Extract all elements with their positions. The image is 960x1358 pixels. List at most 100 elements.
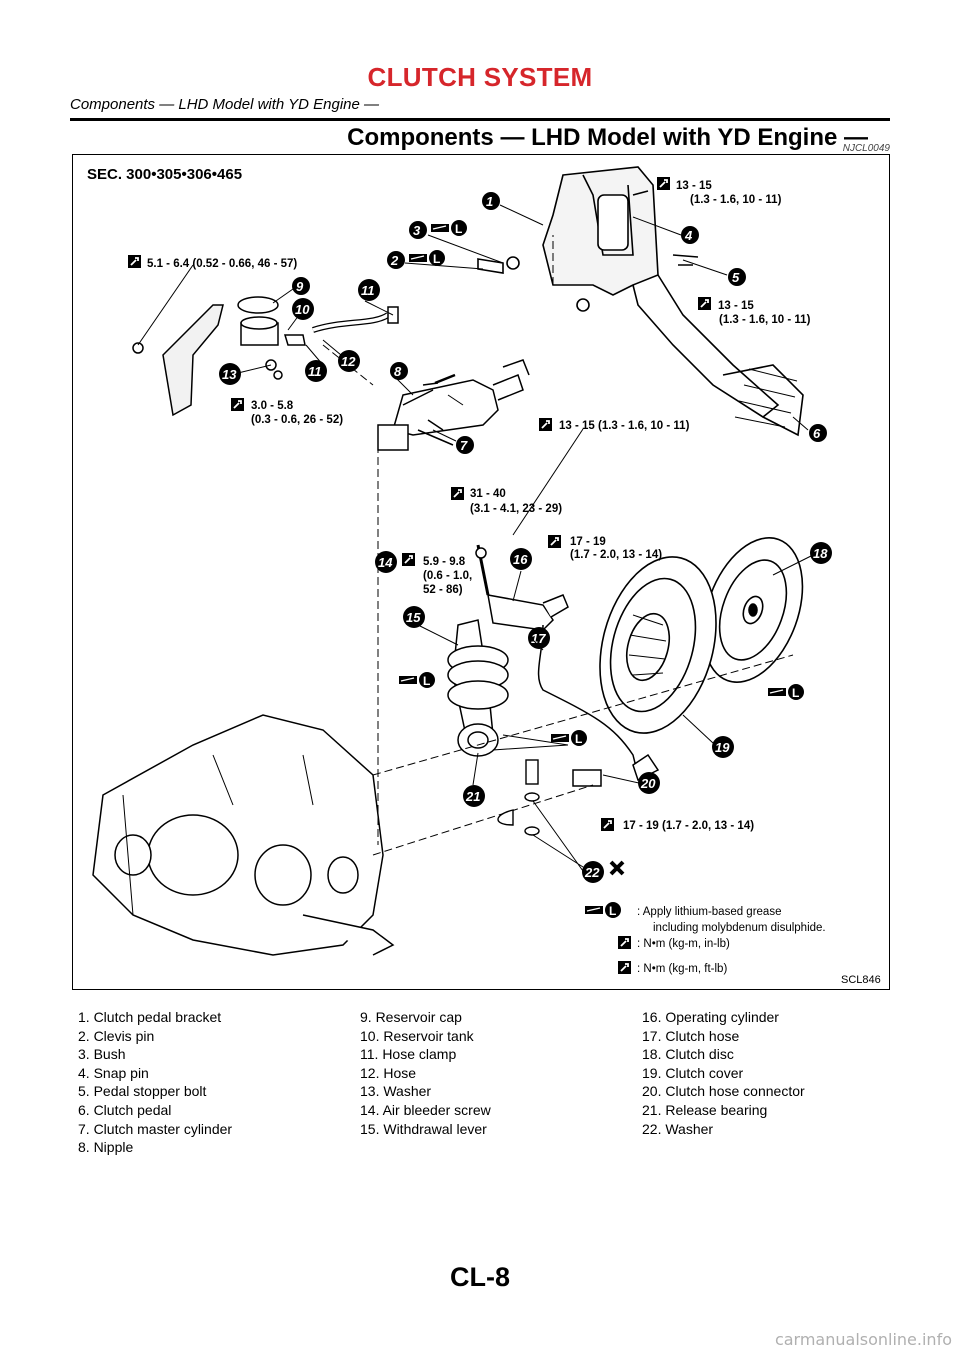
legend-grease-text: : Apply lithium-based grease bbox=[637, 906, 781, 918]
section-code: NJCL0049 bbox=[842, 143, 890, 154]
callout-1: 1 bbox=[482, 192, 500, 210]
components-figure: L SEC. 300•305•306•465 bbox=[72, 154, 890, 990]
list-item: 16. Operating cylinder bbox=[642, 1009, 779, 1025]
parts-list: 1. Clutch pedal bracket 2. Clevis pin 3.… bbox=[78, 1008, 898, 1157]
callout-14: 14 bbox=[375, 551, 397, 573]
callout-10: 10 bbox=[292, 298, 314, 320]
grease-icon bbox=[398, 671, 436, 689]
callout-13: 13 bbox=[219, 363, 241, 385]
svg-text:9: 9 bbox=[296, 279, 304, 294]
svg-text:10: 10 bbox=[295, 302, 310, 317]
svg-text:13: 13 bbox=[222, 367, 237, 382]
torque-label-8: 5.9 - 9.8 (0.6 - 1.0, 52 - 86) bbox=[401, 552, 472, 596]
list-item: 20. Clutch hose connector bbox=[642, 1083, 805, 1100]
list-item: 2. Clevis pin bbox=[78, 1027, 155, 1044]
svg-text:15: 15 bbox=[406, 610, 421, 625]
svg-text:17 - 19: 17 - 19 bbox=[570, 536, 606, 548]
callout-20: 20 bbox=[638, 772, 660, 794]
clutch-cover bbox=[599, 556, 717, 734]
callout-15: 15 bbox=[403, 606, 425, 628]
svg-text:16: 16 bbox=[513, 552, 528, 567]
svg-text:17 - 19 (1.7 - 2.0, 13 - 14): 17 - 19 (1.7 - 2.0, 13 - 14) bbox=[623, 820, 754, 832]
svg-text:22: 22 bbox=[584, 865, 600, 880]
svg-text:4: 4 bbox=[684, 228, 693, 243]
callout-19: 19 bbox=[712, 736, 734, 758]
list-item: 10. Reservoir tank bbox=[360, 1027, 474, 1044]
svg-text:13 - 15: 13 - 15 bbox=[718, 300, 754, 312]
callout-4: 4 bbox=[681, 226, 699, 244]
figure-legend: : Apply lithium-based grease including m… bbox=[584, 901, 826, 975]
legend-inlb-text: : N•m (kg-m, in-lb) bbox=[637, 938, 730, 950]
svg-text:12: 12 bbox=[341, 354, 356, 369]
withdrawal-lever bbox=[447, 619, 509, 757]
svg-text:21: 21 bbox=[465, 789, 480, 804]
grease-icon bbox=[430, 219, 468, 237]
callout-21: 21 bbox=[463, 785, 485, 807]
svg-text:(0.6 - 1.0,: (0.6 - 1.0, bbox=[423, 570, 472, 582]
clutch-disc bbox=[702, 537, 804, 683]
svg-text:(1.7 - 2.0, 13 - 14): (1.7 - 2.0, 13 - 14) bbox=[570, 549, 662, 561]
svg-text:5.9 - 9.8: 5.9 - 9.8 bbox=[423, 556, 466, 568]
list-item: 15. Withdrawal lever bbox=[360, 1120, 487, 1137]
svg-text:5.1 - 6.4 (0.52 - 0.66, 46 - 5: 5.1 - 6.4 (0.52 - 0.66, 46 - 57) bbox=[147, 258, 297, 270]
doc-header-subtitle: Components — LHD Model with YD Engine — bbox=[70, 96, 380, 113]
svg-text:3: 3 bbox=[413, 223, 421, 238]
torque-label-6: 31 - 40 (3.1 - 4.1, 23 - 29) bbox=[450, 486, 562, 515]
parts-column-2: 9. Reservoir cap 10. Reservoir tank 11. … bbox=[360, 1008, 642, 1157]
svg-text:1: 1 bbox=[486, 194, 493, 209]
list-item: 3. Bush bbox=[78, 1046, 126, 1063]
page-number: CL-8 bbox=[450, 1262, 510, 1292]
torque-label-1: 13 - 15 (1.3 - 1.6, 10 - 11) bbox=[656, 176, 782, 206]
list-item: 11. Hose clamp bbox=[360, 1046, 457, 1063]
callout-22: 22 bbox=[582, 861, 604, 883]
svg-text:19: 19 bbox=[715, 740, 730, 755]
list-item: 7. Clutch master cylinder bbox=[78, 1120, 233, 1137]
alignment-lines bbox=[322, 235, 794, 856]
list-item: 19. Clutch cover bbox=[642, 1064, 744, 1081]
header-rule bbox=[70, 118, 890, 121]
callout-markers: 1 2 3 4 5 6 7 8 9 10 11 11 12 13 14 15 1… bbox=[219, 192, 832, 883]
reservoir-assembly bbox=[132, 296, 399, 417]
svg-text:20: 20 bbox=[640, 776, 656, 791]
svg-text:(1.3 - 1.6, 10 - 11): (1.3 - 1.6, 10 - 11) bbox=[690, 194, 782, 206]
callout-18: 18 bbox=[810, 542, 832, 564]
legend-ftlb-text: : N•m (kg-m, ft-lb) bbox=[637, 963, 727, 975]
list-item: 9. Reservoir cap bbox=[360, 1009, 462, 1025]
callout-11-a: 11 bbox=[358, 279, 380, 301]
callout-5: 5 bbox=[728, 268, 746, 286]
svg-text:5: 5 bbox=[732, 270, 740, 285]
torque-label-9: 17 - 19 (1.7 - 2.0, 13 - 14) bbox=[600, 817, 754, 832]
svg-text:13 - 15: 13 - 15 bbox=[676, 180, 712, 192]
grease-icon bbox=[767, 683, 805, 701]
svg-text:7: 7 bbox=[460, 438, 468, 453]
wrench-icon bbox=[617, 935, 632, 950]
leader-lines bbox=[137, 204, 814, 872]
torque-label-3: 13 - 15 (1.3 - 1.6, 10 - 11) bbox=[697, 296, 811, 326]
list-item: 12. Hose bbox=[360, 1064, 417, 1081]
callout-11-b: 11 bbox=[305, 360, 327, 382]
svg-text:11: 11 bbox=[308, 364, 322, 379]
list-item: 6. Clutch pedal bbox=[78, 1101, 172, 1118]
svg-text:(0.3 - 0.6, 26 - 52): (0.3 - 0.6, 26 - 52) bbox=[251, 414, 343, 426]
svg-text:8: 8 bbox=[394, 364, 402, 379]
grease-icon bbox=[584, 901, 622, 919]
watermark[interactable]: carmanualsonline.info bbox=[774, 1330, 952, 1349]
parts-column-1: 1. Clutch pedal bracket 2. Clevis pin 3.… bbox=[78, 1008, 360, 1157]
clutch-pedal-assembly bbox=[477, 166, 804, 437]
sec-label: SEC. 300•305•306•465 bbox=[87, 166, 242, 183]
list-item: 22. Washer bbox=[642, 1120, 714, 1137]
svg-text:14: 14 bbox=[378, 555, 393, 570]
washer-bolt bbox=[497, 759, 540, 836]
operating-cylinder bbox=[475, 544, 660, 787]
svg-text:(3.1 - 4.1, 23 - 29): (3.1 - 4.1, 23 - 29) bbox=[470, 503, 562, 515]
callout-6: 6 bbox=[809, 424, 827, 442]
callout-9: 9 bbox=[292, 277, 310, 295]
list-item: 18. Clutch disc bbox=[642, 1046, 734, 1063]
svg-text:52 - 86): 52 - 86) bbox=[423, 584, 463, 596]
callout-12: 12 bbox=[338, 350, 360, 372]
doc-header-title: CLUTCH SYSTEM bbox=[367, 62, 593, 92]
replace-icon bbox=[609, 860, 625, 876]
list-item: 8. Nipple bbox=[78, 1139, 134, 1156]
list-item: 14. Air bleeder screw bbox=[360, 1101, 491, 1118]
transmission-case bbox=[92, 714, 395, 956]
